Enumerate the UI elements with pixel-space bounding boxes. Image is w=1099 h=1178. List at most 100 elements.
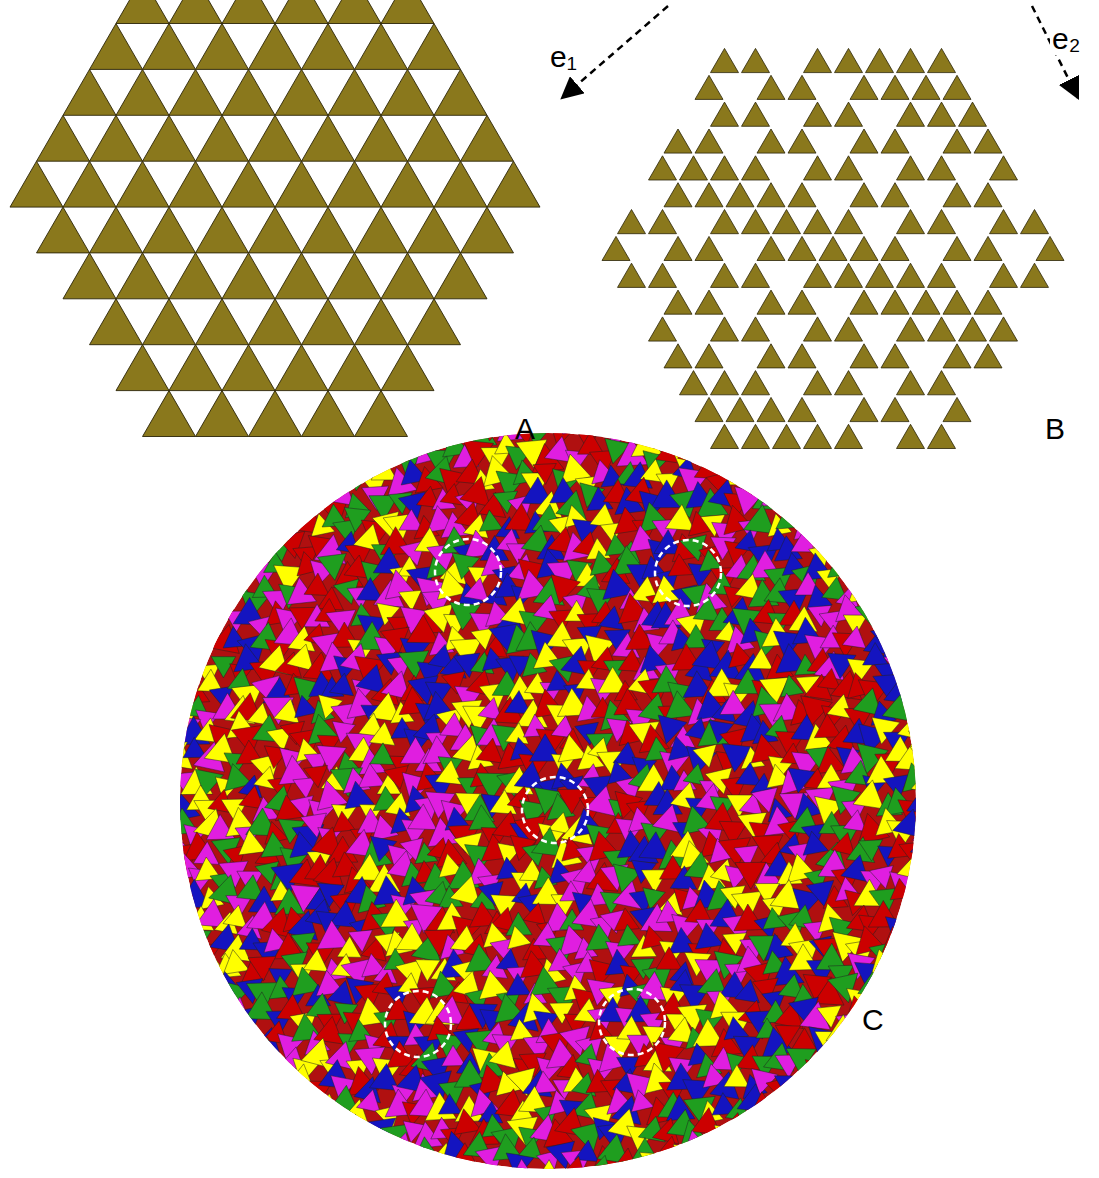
tetrahedron-face [357, 1089, 381, 1112]
lattice-triangle [249, 299, 302, 345]
lattice-triangle [90, 299, 143, 345]
tetrahedron-face [181, 930, 212, 957]
tetrahedron-face [774, 1076, 805, 1102]
tetrahedron-face [911, 765, 942, 795]
lattice-triangle [928, 156, 956, 180]
lattice-triangle [302, 299, 355, 345]
tetrahedron-face [618, 924, 642, 946]
tetrahedron-face [196, 948, 223, 974]
tetrahedron-face [290, 796, 314, 819]
tetrahedron-face [332, 811, 355, 832]
tetrahedron-face [454, 1109, 481, 1135]
lattice-triangle [143, 299, 196, 345]
lattice-triangle [742, 210, 770, 234]
tetrahedron-face [889, 958, 912, 980]
tetrahedron-face [170, 904, 195, 927]
lattice-triangle [974, 183, 1002, 207]
tetrahedron-face [794, 513, 821, 539]
lattice-triangle [711, 156, 739, 180]
tetrahedron-face [425, 1166, 454, 1178]
lattice-triangle [943, 75, 971, 99]
lattice-triangle [773, 424, 801, 448]
tetrahedron-face [829, 1052, 858, 1080]
tetrahedron-face [442, 1045, 466, 1066]
lattice-triangle [37, 115, 90, 161]
tetrahedron-face [916, 692, 939, 714]
tetrahedron-face [239, 830, 266, 855]
tetrahedron-face [656, 947, 682, 970]
tetrahedron-face [494, 1168, 522, 1178]
tetrahedron-face [614, 1161, 642, 1178]
tetrahedron-face [652, 421, 682, 449]
lattice-triangle [328, 69, 381, 115]
lattice-triangle [618, 263, 646, 287]
lattice-triangle [757, 183, 785, 207]
lattice-triangle [63, 161, 116, 207]
tetrahedron-face [694, 441, 719, 465]
lattice-triangle [680, 156, 708, 180]
lattice-triangle [835, 48, 863, 72]
lattice-triangle [757, 290, 785, 314]
tetrahedra-packing [153, 407, 953, 1178]
tetrahedron-face [508, 926, 532, 949]
tetrahedron-face [803, 831, 828, 855]
lattice-triangle [928, 317, 956, 341]
tetrahedron-face [618, 412, 645, 436]
lattice-triangle [788, 397, 816, 421]
lattice-triangle [275, 345, 328, 391]
tetrahedron-face [853, 780, 884, 809]
lattice-triangle [804, 48, 832, 72]
lattice-triangle [275, 253, 328, 299]
lattice-triangle [249, 24, 302, 70]
tetrahedron-face [893, 809, 922, 838]
panel-label: B [1045, 412, 1065, 445]
tetrahedron-face [510, 1019, 533, 1041]
tetrahedron-face [882, 694, 910, 721]
lattice-triangle [928, 102, 956, 126]
tetrahedron-face [305, 1095, 329, 1117]
lattice-triangle [328, 161, 381, 207]
lattice-triangle [804, 156, 832, 180]
lattice-triangle [169, 345, 222, 391]
lattice-triangle [116, 253, 169, 299]
tetrahedron-face [896, 900, 927, 929]
lattice-triangle [850, 129, 878, 153]
tetrahedron-face [645, 1155, 673, 1178]
lattice-triangle [881, 290, 909, 314]
tetrahedron-face [371, 457, 397, 480]
tetrahedron-face [640, 1152, 667, 1177]
lattice-triangle [664, 290, 692, 314]
lattice-triangle [835, 156, 863, 180]
lattice-triangle [850, 236, 878, 260]
tetrahedron-face [899, 841, 931, 871]
lattice-triangle [116, 345, 169, 391]
lattice-triangle [37, 207, 90, 253]
tetrahedron-face [408, 804, 437, 830]
tetrahedron-face [903, 763, 932, 792]
lattice-triangle [897, 263, 925, 287]
lattice-triangle [355, 391, 408, 437]
tetrahedron-face [924, 745, 947, 767]
tetrahedron-face [303, 949, 328, 972]
tetrahedron-face [927, 886, 953, 911]
lattice-triangle [1036, 236, 1064, 260]
tetrahedron-face [909, 730, 940, 757]
tetrahedron-face [329, 673, 353, 696]
tetrahedron-face [682, 1130, 713, 1160]
lattice-triangle [881, 183, 909, 207]
tetrahedron-face [630, 420, 657, 446]
tetrahedron-face [815, 1031, 842, 1055]
tetrahedron-face [545, 436, 573, 462]
tetrahedron-face [917, 913, 942, 937]
tetrahedron-face [629, 1168, 659, 1178]
lattice-triangle [169, 69, 222, 115]
tetrahedron-face [791, 524, 823, 552]
tetrahedron-face [393, 1147, 423, 1175]
lattice-triangle [63, 253, 116, 299]
tetrahedron-face [153, 888, 184, 916]
lattice-triangle [434, 253, 487, 299]
tetrahedron-face [720, 690, 748, 714]
tetrahedron-face [287, 644, 314, 671]
tetrahedron-face [693, 744, 717, 767]
